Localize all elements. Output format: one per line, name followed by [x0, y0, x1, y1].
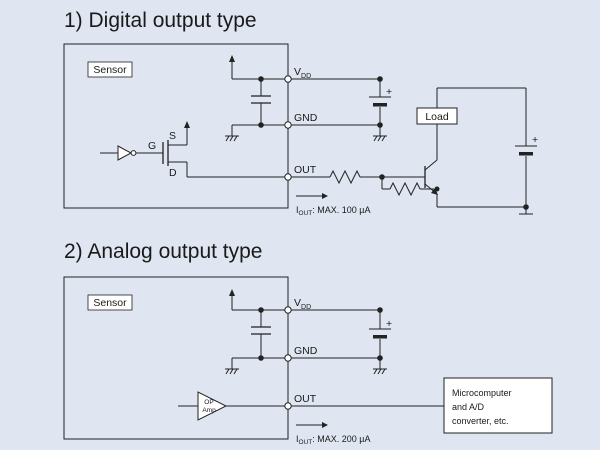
digital-section-title: 1) Digital output type: [64, 9, 257, 32]
digital-load-label: Load: [425, 111, 449, 123]
digital-load-battery-plus: +: [532, 134, 538, 146]
analog-battery-plus: +: [386, 318, 392, 330]
analog-junction-dot: [258, 355, 264, 361]
analog-external-ground-icon: [373, 358, 387, 375]
analog-out-terminal: [284, 402, 292, 410]
digital-out-label: OUT: [294, 164, 317, 176]
analog-sensor-label-box: [87, 294, 133, 311]
digital-external-ground-icon: [373, 125, 387, 142]
analog-opamp-label-line2: Amp: [202, 407, 216, 414]
analog-microcomputer-line1: Microcomputer: [452, 388, 512, 398]
analog-gnd-label: GND: [294, 345, 318, 357]
digital-base-resistor-icon: [389, 181, 421, 197]
analog-section-title: 2) Analog output type: [64, 240, 263, 263]
digital-supply-battery: +: [369, 79, 392, 125]
analog-opamp-icon: [197, 391, 228, 421]
digital-source-label: S: [169, 130, 176, 142]
digital-gate-label: G: [148, 140, 156, 152]
digital-battery-plus: +: [386, 86, 392, 98]
digital-load-battery: +: [515, 88, 538, 207]
digital-mosfet-icon: [162, 121, 285, 178]
digital-vdd-terminal: [284, 75, 292, 83]
analog-sensor-label: Sensor: [93, 297, 127, 309]
analog-iout-arrow: [296, 422, 328, 428]
analog-out-label: OUT: [294, 393, 317, 405]
digital-junction-dot: [434, 186, 440, 192]
digital-inverter-icon: [100, 145, 163, 161]
digital-internal-supply-arrow: [229, 55, 288, 80]
analog-junction-dot: [377, 307, 383, 313]
digital-junction-dot: [377, 76, 383, 82]
analog-microcomputer-line3: converter, etc.: [452, 416, 509, 426]
analog-vdd-terminal: [284, 306, 292, 314]
digital-gnd-label: GND: [294, 112, 318, 124]
analog-supply-battery: +: [369, 310, 392, 358]
digital-iout-arrow: [296, 193, 328, 199]
analog-junction-dot: [258, 307, 264, 313]
analog-circuit: Sensor VDD GND OUT: [63, 276, 553, 446]
digital-internal-capacitor: [251, 79, 271, 125]
digital-internal-ground-icon: [225, 124, 288, 142]
digital-vdd-label: VDD: [294, 66, 311, 80]
analog-internal-supply-arrow: [229, 289, 288, 311]
digital-sensor-label-box: [87, 61, 133, 78]
analog-microcomputer-box: [443, 377, 553, 434]
analog-iout-label: IOUT: MAX. 200 µA: [296, 434, 370, 446]
analog-internal-capacitor: [251, 310, 271, 358]
digital-junction-dot: [258, 122, 264, 128]
analog-vdd-label: VDD: [294, 297, 311, 311]
digital-sensor-label: Sensor: [93, 64, 127, 76]
digital-circuit: Sensor VDD GND: [63, 43, 538, 217]
digital-drain-label: D: [169, 167, 177, 179]
analog-internal-ground-icon: [225, 357, 288, 375]
analog-opamp-label-line1: OP: [204, 399, 213, 406]
digital-iout-label: IOUT: MAX. 100 µA: [296, 205, 370, 217]
digital-series-resistor-icon: [329, 169, 361, 185]
digital-gnd-terminal: [284, 121, 292, 129]
digital-load-ground-icon: [519, 207, 533, 215]
digital-junction-dot: [258, 76, 264, 82]
digital-out-terminal: [284, 173, 292, 181]
analog-microcomputer-line2: and A/D: [452, 402, 485, 412]
analog-gnd-terminal: [284, 354, 292, 362]
